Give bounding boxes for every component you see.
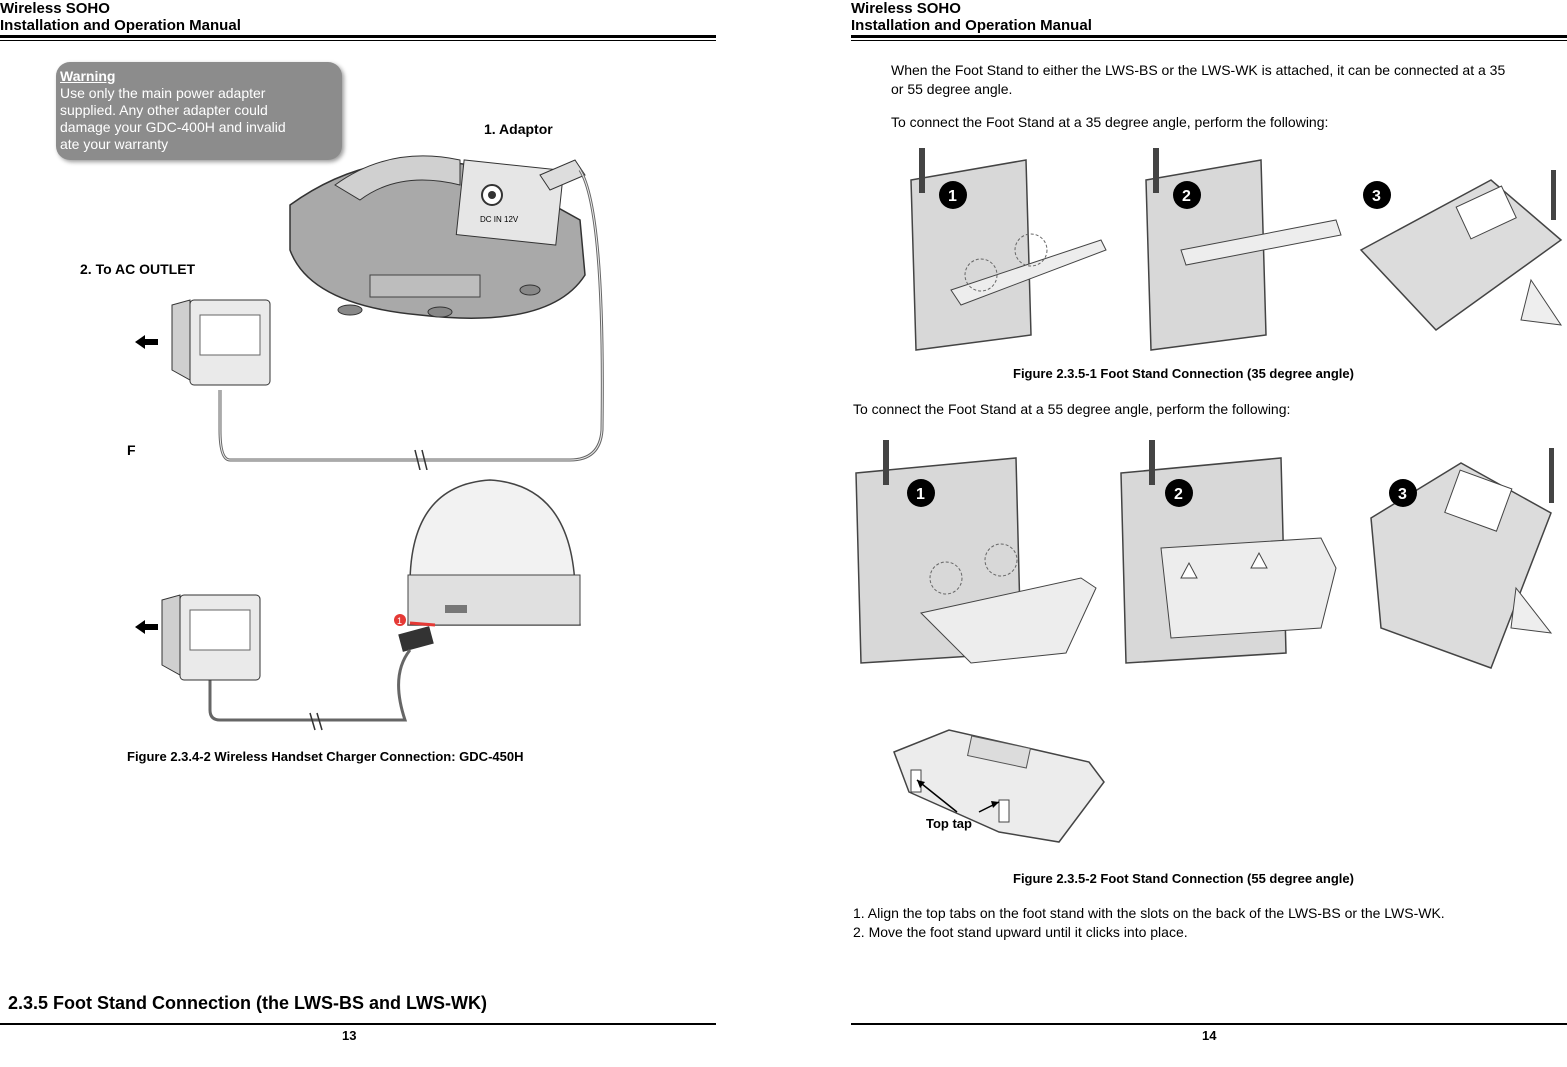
warning-line: damage your GDC-400H and invalid: [60, 119, 286, 135]
page-header: Wireless SOHO Installation and Operation…: [0, 0, 241, 34]
step-item: 2. Move the foot stand upward until it c…: [853, 924, 1188, 940]
warning-line: supplied. Any other adapter could: [60, 102, 268, 118]
phone-back-step-2: 2: [1145, 148, 1342, 351]
step-marker-icon: [394, 614, 406, 626]
top-tap-label: Top tap: [926, 816, 972, 831]
page-header: Wireless SOHO Installation and Operation…: [851, 0, 1092, 34]
adaptor-label: 1. Adaptor: [484, 121, 553, 137]
header-subtitle: Installation and Operation Manual: [0, 17, 241, 34]
step-number: 3: [1398, 486, 1407, 503]
dc-in-label: DC IN 12V: [480, 215, 519, 224]
header-title: Wireless SOHO: [0, 0, 110, 17]
header-rule: [851, 35, 1567, 38]
figure1-caption: Figure 2.3.5-1 Foot Stand Connection (35…: [1013, 366, 1354, 381]
intro-line: or 55 degree angle.: [891, 81, 1013, 97]
left-page: Wireless SOHO Installation and Operation…: [0, 0, 716, 1067]
handset-charger-illustration: 1: [135, 479, 581, 731]
header-rule-thin: [0, 40, 716, 41]
step-number: 2: [1182, 188, 1191, 205]
step-number: 3: [1372, 188, 1381, 205]
warning-line: Use only the main power adapter: [60, 85, 266, 101]
foot-stand-55-illustration: 1 2 3: [855, 440, 1554, 669]
phone-front-step-3: 3: [1359, 170, 1563, 331]
intro-line: When the Foot Stand to either the LWS-BS…: [891, 62, 1506, 78]
figure2-caption: Figure 2.3.5-2 Foot Stand Connection (55…: [1013, 871, 1354, 886]
foot-stand-35-illustration: 1 2 3: [910, 148, 1563, 351]
header-subtitle: Installation and Operation Manual: [851, 17, 1092, 34]
phone-front-step-3: 3: [1370, 448, 1554, 669]
ac-outlet-label: 2. To AC OUTLET: [80, 261, 196, 277]
instruction-35: To connect the Foot Stand at a 35 degree…: [891, 114, 1329, 130]
charger-base-illustration: DC IN 12V: [135, 155, 604, 470]
phone-back-step-2: 2: [1120, 440, 1337, 664]
intro-paragraph: When the Foot Stand to either the LWS-BS…: [891, 61, 1505, 99]
header-title: Wireless SOHO: [851, 0, 961, 17]
warning-line: ate your warranty: [60, 136, 169, 152]
foot-stand-detail-illustration: [893, 729, 1105, 843]
page-number: 14: [1202, 1028, 1217, 1043]
footer-rule: [851, 1023, 1567, 1025]
section-heading: 2.3.5 Foot Stand Connection (the LWS-BS …: [8, 993, 487, 1013]
step-marker-number: 1: [397, 616, 402, 626]
warning-box: Warning Use only the main power adapter …: [56, 62, 342, 160]
step-number: 1: [948, 188, 957, 205]
steps-list: 1. Align the top tabs on the foot stand …: [853, 904, 1445, 942]
step-number: 1: [916, 486, 925, 503]
instruction-55: To connect the Foot Stand at a 55 degree…: [853, 401, 1291, 417]
phone-back-step-1: 1: [855, 440, 1097, 664]
step-number: 2: [1174, 486, 1183, 503]
step-item: 1. Align the top tabs on the foot stand …: [853, 905, 1445, 921]
phone-back-step-1: 1: [910, 148, 1107, 351]
footer-rule: [0, 1023, 716, 1025]
warning-title: Warning: [60, 68, 116, 84]
cutoff-label: F: [127, 442, 136, 458]
right-page: Wireless SOHO Installation and Operation…: [851, 0, 1567, 1067]
header-rule: [0, 35, 716, 38]
figure-caption: Figure 2.3.4-2 Wireless Handset Charger …: [127, 749, 524, 764]
page-number: 13: [342, 1028, 357, 1043]
header-rule-thin: [851, 40, 1567, 41]
